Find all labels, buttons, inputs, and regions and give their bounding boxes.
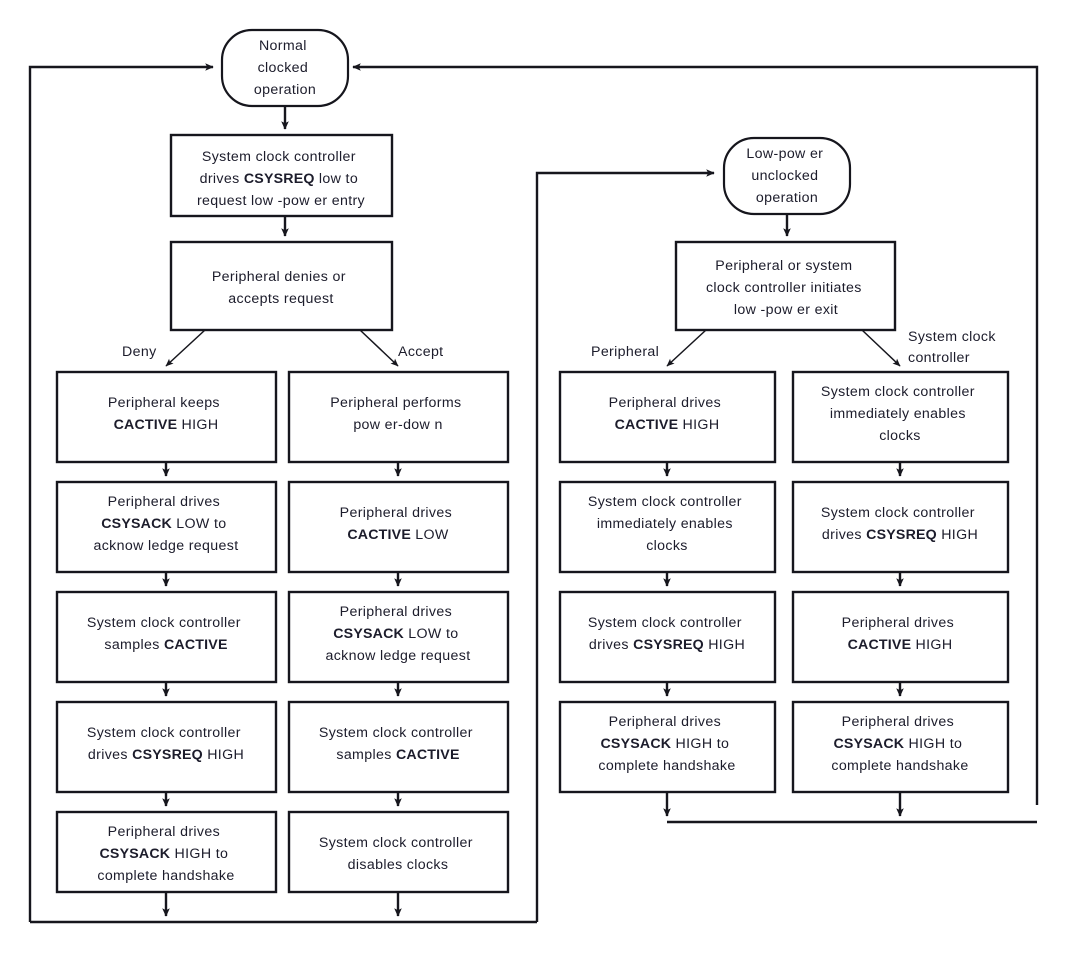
edge-label-controller-line1: System clock: [908, 329, 996, 345]
box-accept-3-label: Peripheral drives CSYSACK LOW to acknow …: [325, 604, 470, 664]
edge-right-return-to-normal: [352, 63, 1039, 805]
box-ctrl-2-label: System clock controller drives CSYSREQ H…: [821, 505, 979, 543]
column-exit-controller: System clock controller immediately enab…: [791, 370, 1010, 794]
box-ctrl-3-label: Peripheral drives CACTIVE HIGH: [842, 615, 959, 653]
box-accept-2-label: Peripheral drives CACTIVE LOW: [340, 505, 457, 543]
box-deny-1: [55, 370, 278, 464]
box-deny-3: [55, 590, 278, 684]
box-ctrl-1: [791, 370, 1010, 464]
box-ctrl-2: [791, 480, 1010, 574]
box-deny-4: [55, 700, 278, 794]
box-ctrl-4: [791, 700, 1010, 794]
box-entry-decision: [169, 240, 394, 332]
box-deny-4-label: System clock controller drives CSYSREQ H…: [87, 725, 245, 763]
box-periph-1-label: Peripheral drives CACTIVE HIGH: [609, 395, 726, 433]
box-entry-request: [169, 133, 394, 218]
terminal-lowpower-label: Low-pow er unclocked operation: [746, 146, 827, 206]
edge-label-accept: Accept: [398, 344, 443, 360]
column-accept: Peripheral performs pow er-dow n Periphe…: [287, 370, 510, 894]
box-accept-5-label: System clock controller disables clocks: [319, 835, 477, 873]
box-ctrl-3: [791, 590, 1010, 684]
box-periph-3: [558, 590, 777, 684]
column-deny: Peripheral keeps CACTIVE HIGH Peripheral…: [55, 370, 278, 894]
edge-label-peripheral: Peripheral: [591, 344, 659, 360]
edge-left-return-to-normal: [28, 63, 214, 922]
box-accept-2: [287, 480, 510, 574]
box-accept-4-label: System clock controller samples CACTIVE: [319, 725, 477, 763]
box-accept-1-label: Peripheral performs pow er-dow n: [330, 395, 466, 433]
box-exit-initiate-label: Peripheral or system clock controller in…: [706, 258, 866, 318]
box-entry-decision-label: Peripheral denies or accepts request: [212, 269, 350, 307]
box-deny-5-label: Peripheral drives CSYSACK HIGH to comple…: [97, 824, 234, 884]
box-deny-3-label: System clock controller samples CACTIVE: [87, 615, 245, 653]
box-ctrl-1-label: System clock controller immediately enab…: [821, 384, 979, 444]
box-periph-2: [558, 480, 777, 574]
box-periph-4-label: Peripheral drives CSYSACK HIGH to comple…: [598, 714, 735, 774]
edge-label-controller-line2: controller: [908, 350, 970, 366]
edge-initiate-controller: [861, 329, 901, 367]
column-exit-peripheral: Peripheral drives CACTIVE HIGH System cl…: [558, 370, 777, 794]
box-periph-3-label: System clock controller drives CSYSREQ H…: [588, 615, 746, 653]
edge-decision-deny: [165, 329, 206, 367]
box-deny-2-label: Peripheral drives CSYSACK LOW to acknow …: [93, 494, 238, 554]
edge-label-deny: Deny: [122, 344, 157, 360]
box-deny-2: [55, 480, 278, 574]
terminal-normal-label: Normal clocked operation: [254, 38, 316, 98]
box-ctrl-4-label: Peripheral drives CSYSACK HIGH to comple…: [831, 714, 968, 774]
edge-decision-accept: [359, 329, 399, 367]
box-accept-1: [287, 370, 510, 464]
box-exit-initiate: [674, 240, 897, 332]
box-periph-4: [558, 700, 777, 794]
box-deny-1-label: Peripheral keeps CACTIVE HIGH: [108, 395, 224, 433]
edge-entry-to-lowpower: [535, 169, 715, 922]
box-accept-4: [287, 700, 510, 794]
box-accept-5: [287, 810, 510, 894]
box-entry-request-label: System clock controller drives CSYSREQ l…: [197, 149, 366, 209]
box-periph-2-label: System clock controller immediately enab…: [588, 494, 746, 554]
box-deny-5: [55, 810, 278, 894]
edge-initiate-peripheral: [666, 329, 707, 367]
